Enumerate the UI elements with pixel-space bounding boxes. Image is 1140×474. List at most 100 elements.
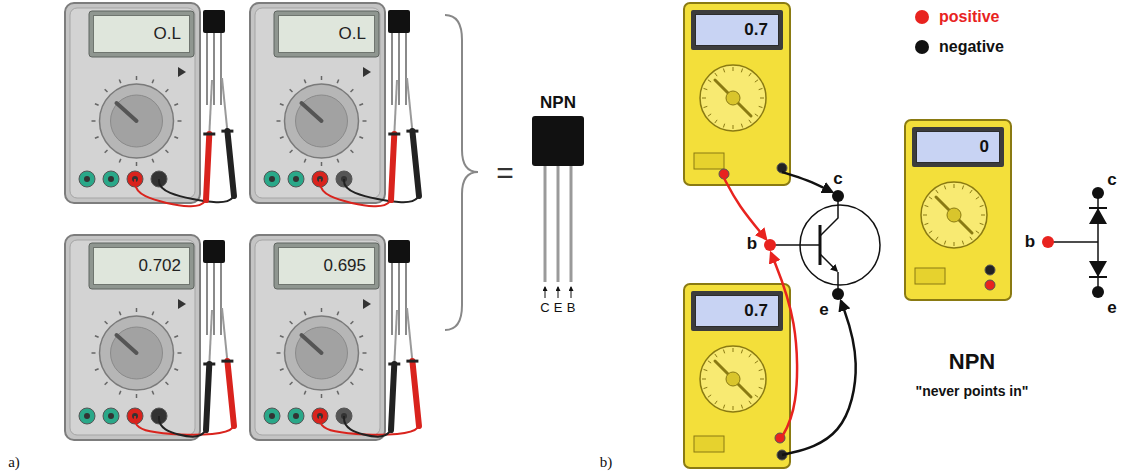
display-frame xyxy=(912,127,1004,167)
dial-tick xyxy=(925,223,929,224)
terminal-name: e xyxy=(819,301,828,320)
probe-handle xyxy=(391,364,394,430)
meter-body xyxy=(905,120,1011,300)
test-probe xyxy=(203,310,215,430)
dial-tick xyxy=(105,89,108,92)
transistor-package-label: NPN xyxy=(524,92,592,114)
transistor-leg xyxy=(398,32,400,105)
dial-tick xyxy=(321,394,323,398)
dial-tick xyxy=(976,231,979,233)
dial-tick xyxy=(350,321,353,324)
dial-tick xyxy=(936,190,938,193)
terminal-name: b xyxy=(1025,233,1035,252)
dial-tick xyxy=(174,369,178,371)
jack xyxy=(264,171,280,187)
transistor-body xyxy=(388,240,410,263)
pin-name: C xyxy=(540,301,549,315)
dial-tick xyxy=(981,215,985,216)
probe-wire xyxy=(159,179,234,202)
dial-tick xyxy=(759,369,763,370)
test-probe xyxy=(203,80,215,200)
meter-face xyxy=(255,8,380,198)
diode-icon xyxy=(178,67,186,77)
diode-bar xyxy=(1089,276,1107,278)
dial-tick xyxy=(350,382,353,385)
dial-tick xyxy=(178,120,182,122)
package-leg xyxy=(544,166,547,282)
dial-tick xyxy=(174,336,178,338)
display-reading: O.L xyxy=(154,25,181,44)
display-reading: 0.695 xyxy=(323,257,366,276)
transistor-leg xyxy=(220,262,222,335)
lcd-display: 0.7 xyxy=(695,295,779,327)
transistor-part xyxy=(388,10,410,105)
multimeter xyxy=(65,235,200,440)
dial-tick xyxy=(760,379,764,380)
dial-tick xyxy=(95,104,99,106)
jack xyxy=(79,408,95,424)
dial-tick xyxy=(165,321,168,324)
legend-entry: negative xyxy=(915,38,1004,56)
transistor-leg xyxy=(213,32,215,105)
dial-tick xyxy=(708,361,711,363)
dial-tick xyxy=(152,79,154,83)
probe-wire xyxy=(159,416,206,437)
meter-button xyxy=(694,436,724,452)
dial-tick xyxy=(136,308,138,312)
transistor-leg xyxy=(206,32,208,105)
lcd-display: 0.702 xyxy=(93,247,190,285)
dial-tick xyxy=(152,311,154,315)
transistor-leg xyxy=(405,262,407,335)
dial-tick xyxy=(715,120,717,123)
meter-body xyxy=(65,235,200,440)
dial xyxy=(100,84,174,158)
display-frame xyxy=(274,243,379,289)
terminal-dot xyxy=(1092,187,1104,199)
dial-tick xyxy=(337,311,339,315)
legend-entry: positive xyxy=(915,8,999,26)
meter-button xyxy=(915,268,945,284)
dial-knob xyxy=(296,327,348,379)
dial-tick xyxy=(321,76,323,80)
dial-knob xyxy=(296,95,348,147)
dial-tick xyxy=(105,150,108,153)
display-reading: 0.702 xyxy=(138,257,181,276)
jack-hole xyxy=(293,413,299,419)
dial-tick xyxy=(976,197,979,199)
terminal-name: c xyxy=(833,170,842,189)
dial xyxy=(700,65,766,131)
jack xyxy=(264,408,280,424)
test-probe xyxy=(406,308,419,426)
probe-tip xyxy=(209,310,212,364)
dial-tick xyxy=(359,336,363,338)
test-probe xyxy=(388,310,400,430)
meter-face xyxy=(70,8,195,198)
base-line xyxy=(1048,241,1098,243)
dial-knob xyxy=(947,208,961,222)
pin-name: E xyxy=(554,301,563,315)
probe-wire xyxy=(344,179,419,202)
pin-arrow xyxy=(558,287,559,298)
base-lead xyxy=(770,244,820,246)
equals-sign: = xyxy=(496,156,514,189)
panel-label: b) xyxy=(600,454,613,471)
dial-tick xyxy=(715,354,717,357)
dial-knob xyxy=(726,372,740,386)
base-bar xyxy=(819,225,822,265)
dial-tick xyxy=(702,98,706,99)
diode-triangle xyxy=(1089,261,1107,277)
dial-tick xyxy=(980,205,984,206)
jack xyxy=(288,408,304,424)
multimeter xyxy=(250,235,385,440)
display-reading: O.L xyxy=(339,25,366,44)
dial-tick xyxy=(980,223,984,224)
meter-body xyxy=(250,3,385,203)
dial-pointer xyxy=(302,103,322,121)
dial-tick xyxy=(704,387,708,388)
display-frame xyxy=(89,11,194,57)
dial-pointer xyxy=(302,335,322,353)
jack xyxy=(103,408,119,424)
dial-tick xyxy=(741,124,742,128)
dial xyxy=(285,84,359,158)
dial-tick xyxy=(723,350,724,354)
